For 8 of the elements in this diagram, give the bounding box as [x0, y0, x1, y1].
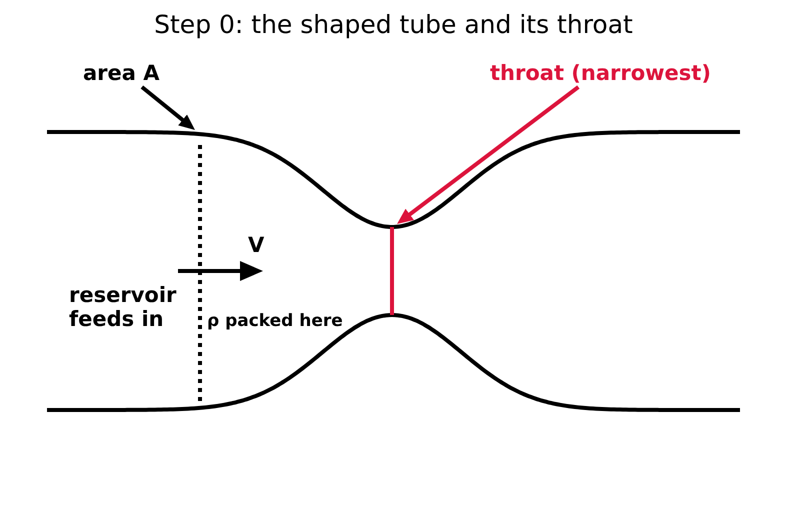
annotation-text: reservoir feeds in: [69, 283, 178, 331]
velocity-label: V: [248, 233, 264, 257]
leader-arrow: [140, 85, 195, 130]
leader-arrow: [397, 85, 580, 224]
callout-text: throat (narrowest): [490, 61, 711, 85]
callout-text: area A: [83, 61, 160, 85]
annotation-text: ρ packed here: [207, 311, 343, 331]
diagram-title: Step 0: the shaped tube and its throat: [153, 10, 634, 40]
